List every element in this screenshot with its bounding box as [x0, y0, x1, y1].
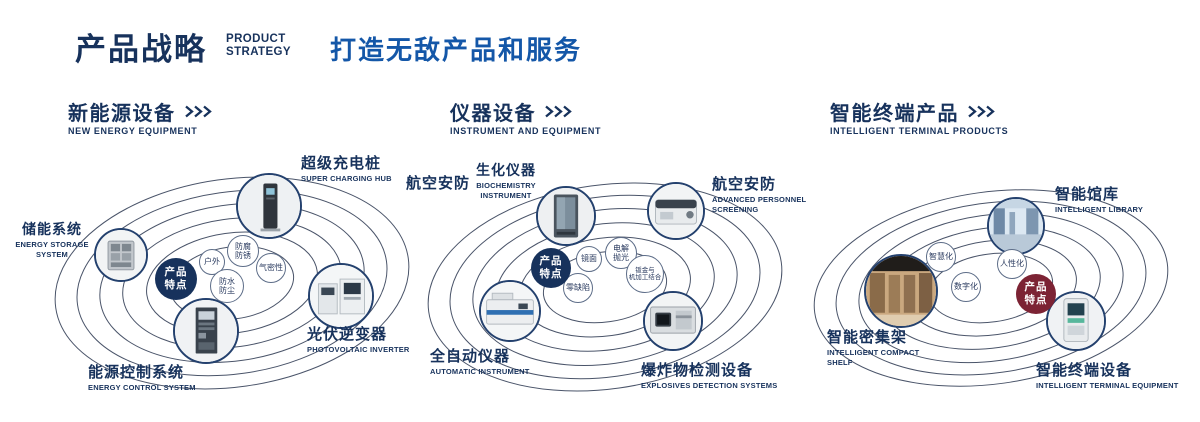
section-subtitle: NEW ENERGY EQUIPMENT	[68, 126, 198, 136]
feature-bubble-humanized: 人性化	[997, 249, 1027, 279]
section-title-text: 新能源设备	[68, 103, 176, 125]
feature-bubble-electropolish: 电解抛光	[605, 237, 637, 269]
product-name: 全自动仪器	[430, 348, 511, 365]
product-label-terminal-equipment: 智能终端设备 INTELLIGENT TERMINAL EQUIPMENT	[1036, 359, 1186, 391]
orbit-rings-new-energy	[54, 176, 410, 390]
triple-arrow-icon	[184, 105, 212, 118]
product-name-en: EXPLOSIVES DETECTION SYSTEMS	[641, 381, 778, 390]
product-name: 生化仪器	[476, 162, 536, 178]
product-name-en: ENERGY CONTROL SYSTEM	[88, 383, 196, 392]
badge-line2: 特点	[164, 279, 188, 291]
product-name-en: SUPER CHARGING HUB	[301, 174, 392, 183]
pv-inverter-image	[310, 265, 372, 327]
product-circle-compact-shelf	[864, 254, 938, 328]
badge-line2: 特点	[539, 268, 563, 280]
product-features-badge: 产品 特点	[531, 248, 571, 288]
feature-bubble-mirror: 镜面	[576, 246, 602, 272]
product-name: 能源控制系统	[88, 364, 185, 381]
product-name: 航空安防	[712, 176, 777, 193]
product-circle-super-charging-hub	[236, 173, 302, 239]
explosives-detection-image	[645, 293, 701, 349]
product-circle-biochemistry	[536, 186, 596, 246]
product-label-super-charging-hub: 超级充电桩 SUPER CHARGING HUB	[301, 152, 431, 184]
feature-bubble-anticorrosion: 防腐防锈	[227, 235, 259, 267]
product-label-biochemistry: 生化仪器 BIOCHEMISTRY INSTRUMENT	[460, 160, 552, 201]
energy-control-image	[175, 300, 237, 362]
product-circle-energy-storage	[94, 228, 148, 282]
page-title-en-line1: PRODUCT	[226, 33, 286, 45]
intelligent-library-image	[989, 199, 1043, 253]
page-title-en: PRODUCT STRATEGY	[226, 33, 291, 59]
product-circle-automatic-instrument	[479, 280, 541, 342]
product-name-en: INTELLIGENT COMPACT SHELF	[827, 348, 920, 367]
super-charging-hub-image	[238, 175, 300, 237]
product-circle-personnel-screening	[647, 182, 705, 240]
product-label-energy-control: 能源控制系统 ENERGY CONTROL SYSTEM	[88, 361, 228, 393]
section-subtitle: INSTRUMENT AND EQUIPMENT	[450, 126, 602, 136]
product-name: 超级充电桩	[301, 155, 382, 172]
personnel-screening-image	[649, 184, 703, 238]
product-label-pv-inverter: 光伏逆变器 PHOTOVOLTAIC INVERTER	[307, 323, 427, 355]
product-name: 智能馆库	[1055, 186, 1120, 203]
product-circle-energy-control	[173, 298, 239, 364]
page-title-en-line2: STRATEGY	[226, 45, 291, 58]
feature-bubble-sheetmetal-machining: 钣金与机加工结合	[626, 255, 664, 293]
product-name: 智能终端设备	[1036, 362, 1133, 379]
section-title-text: 仪器设备	[450, 103, 536, 125]
product-name-en: BIOCHEMISTRY INSTRUMENT	[476, 181, 536, 200]
biochemistry-instrument-image	[538, 188, 594, 244]
product-label-compact-shelf: 智能密集架 INTELLIGENT COMPACT SHELF	[827, 326, 932, 368]
product-name-en: ADVANCED PERSONNEL SCREENING	[712, 195, 807, 214]
feature-bubble-airtight: 气密性	[256, 253, 286, 283]
section-title-new-energy: 新能源设备	[68, 97, 213, 126]
product-circle-pv-inverter	[308, 263, 374, 329]
product-label-explosives-detection: 爆炸物检测设备 EXPLOSIVES DETECTION SYSTEMS	[641, 359, 791, 391]
product-name-en: PHOTOVOLTAIC INVERTER	[307, 345, 410, 354]
product-name: 爆炸物检测设备	[641, 362, 754, 379]
product-name: 光伏逆变器	[307, 326, 388, 343]
product-name: 储能系统	[22, 221, 82, 237]
section-title-text: 智能终端产品	[830, 103, 959, 125]
triple-arrow-icon	[968, 105, 995, 118]
product-name-en: ENERGY STORAGE SYSTEM	[15, 240, 89, 259]
product-label-intelligent-library: 智能馆库 INTELLIGENT LIBRARY	[1055, 183, 1165, 215]
page-slogan: 打造无敌产品和服务	[330, 35, 583, 65]
automatic-instrument-image	[481, 282, 539, 340]
product-circle-intelligent-library	[987, 197, 1045, 255]
product-circle-explosives-detection	[643, 291, 703, 351]
badge-line1: 产品	[164, 266, 188, 279]
page-title: 产品战略	[75, 32, 207, 67]
feature-bubble-digital: 数字化	[951, 272, 981, 302]
feature-bubble-waterproof: 防水防尘	[210, 269, 244, 303]
energy-storage-image	[96, 230, 146, 280]
product-features-badge: 产品 特点	[155, 258, 197, 300]
terminal-equipment-image	[1048, 293, 1104, 349]
product-label-automatic-instrument: 全自动仪器 AUTOMATIC INSTRUMENT	[430, 345, 555, 377]
compact-shelf-image	[866, 256, 936, 326]
badge-line1: 产品	[1024, 281, 1048, 294]
product-name-en: INTELLIGENT TERMINAL EQUIPMENT	[1036, 381, 1179, 390]
feature-bubble-intelligent: 智慧化	[926, 242, 956, 272]
section-title-instrument: 仪器设备	[450, 97, 573, 126]
product-circle-terminal-equipment	[1046, 291, 1106, 351]
section-subtitle: INTELLIGENT TERMINAL PRODUCTS	[830, 126, 1009, 136]
badge-line1: 产品	[539, 255, 563, 268]
product-name-en: INTELLIGENT LIBRARY	[1055, 205, 1144, 214]
badge-line2: 特点	[1024, 294, 1048, 306]
product-label-energy-storage: 储能系统 ENERGY STORAGE SYSTEM	[6, 219, 98, 260]
product-name-en: AUTOMATIC INSTRUMENT	[430, 367, 530, 376]
side-label-aviation-security: 航空安防	[406, 175, 471, 192]
triple-arrow-icon	[545, 105, 572, 118]
section-title-intelligent-terminal: 智能终端产品	[830, 97, 996, 126]
feature-bubble-zero-defect: 零缺陷	[563, 273, 593, 303]
product-name: 智能密集架	[827, 329, 908, 346]
product-features-badge: 产品 特点	[1016, 274, 1056, 314]
product-label-personnel-screening: 航空安防 ADVANCED PERSONNEL SCREENING	[712, 173, 812, 215]
